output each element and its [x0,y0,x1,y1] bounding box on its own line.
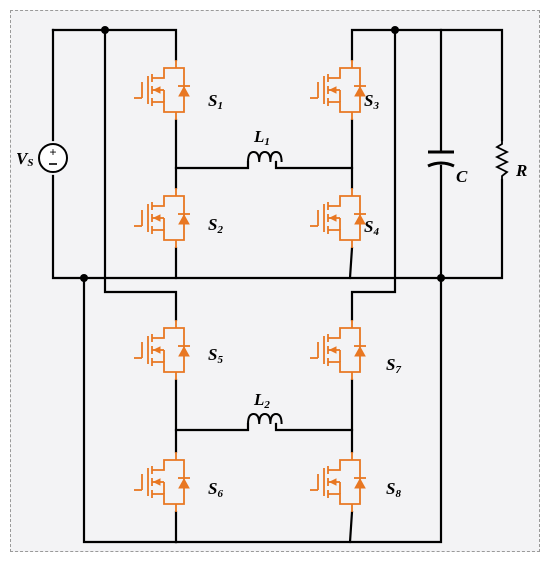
svg-text:S2: S2 [208,215,223,236]
switch-s1-subscript: 1 [217,100,223,112]
capacitor-label: C [456,167,468,186]
junction-dots [80,26,445,282]
switch-s1: S1 [133,59,223,121]
switch-s8-label: S [386,479,395,498]
switch-s6-subscript: 6 [217,488,223,500]
voltage-source: + VS [16,143,68,173]
switch-s5: S5 [133,319,223,381]
switch-s1-label: S [208,91,217,110]
switch-s6-label: S [208,479,217,498]
switch-s6: S6 [133,451,223,513]
switch-s2: S2 [133,187,223,249]
resistor-label: R [515,161,527,180]
switch-s4-subscript: 4 [372,226,379,238]
svg-text:L1: L1 [253,127,270,148]
switch-s2-label: S [208,215,217,234]
switch-s7-label: S [386,355,395,374]
switch-s3-label: S [364,91,373,110]
switch-s2-subscript: 2 [216,224,223,236]
wiring [51,28,504,544]
svg-text:S5: S5 [208,345,223,366]
switch-s4: S4 [309,187,379,249]
switch-s3-subscript: 3 [372,100,379,112]
inductor-l2: L2 [247,390,283,429]
inductor-l2-label: L [253,390,264,409]
inductor-l2-subscript: 2 [263,399,270,411]
svg-text:S7: S7 [386,355,401,376]
svg-text:S4: S4 [364,217,379,238]
switch-s8: S8 [309,451,401,513]
switch-s5-label: S [208,345,217,364]
diagram-frame [10,10,540,552]
switch-s8-subscript: 8 [395,488,401,500]
switch-s7-subscript: 7 [395,364,401,376]
capacitor: C [427,150,468,186]
resistor: R [494,140,527,180]
svg-text:VS: VS [16,149,33,169]
source-label: V [16,149,29,168]
inductor-l1-label: L [253,127,264,146]
inductor-l1-subscript: 1 [264,136,270,148]
source-subscript: S [27,157,33,169]
svg-text:S1: S1 [208,91,223,112]
switch-s4-label: S [364,217,373,236]
switch-s5-subscript: 5 [217,354,223,366]
switch-s3: S3 [309,59,379,121]
svg-text:L2: L2 [253,390,270,411]
inductor-l1: L1 [247,127,283,167]
svg-text:S8: S8 [386,479,401,500]
svg-text:S6: S6 [208,479,223,500]
svg-text:+: + [49,145,56,159]
svg-text:S3: S3 [364,91,379,112]
switch-s7: S7 [309,319,401,381]
